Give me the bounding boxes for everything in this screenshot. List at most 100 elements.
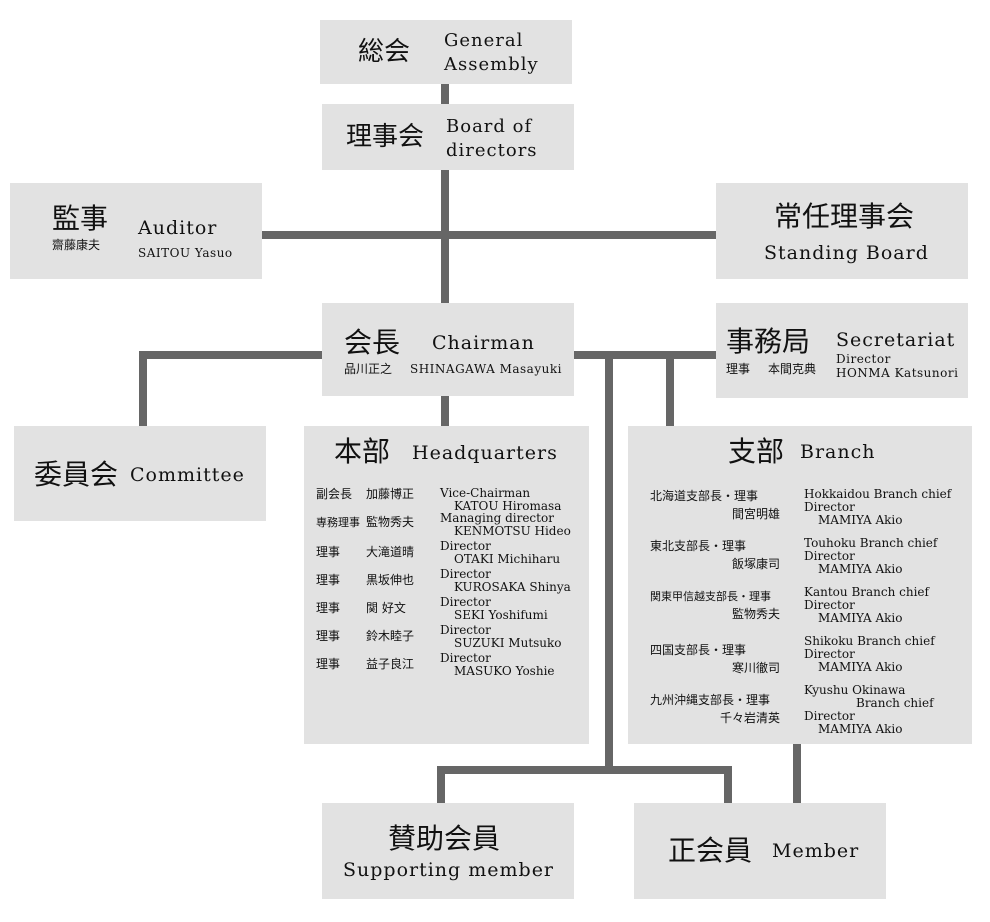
- standing-board-box: 常任理事会 Standing Board: [716, 183, 968, 279]
- secretariat-role-en: Director: [836, 352, 891, 366]
- list-item: Vice-Chairman KATOU Hiromasa: [440, 487, 561, 513]
- member-jp: 正会員: [668, 834, 753, 867]
- list-item: 益子良江: [366, 658, 414, 671]
- list-item: 副会長: [316, 488, 352, 501]
- hq-name-jp: 鈴木睦子: [366, 629, 415, 643]
- secretariat-role-jp: 理事: [726, 362, 751, 376]
- general-assembly-en-1: General: [444, 30, 524, 51]
- list-item: 関 好文: [366, 602, 406, 615]
- auditor-person-jp: 齋藤康夫: [52, 238, 101, 252]
- list-item: Hokkaidou Branch chief Director MAMIYA A…: [804, 488, 951, 527]
- list-item: Kantou Branch chief Director MAMIYA Akio: [804, 586, 929, 625]
- list-item: 千々岩清英: [720, 712, 780, 725]
- list-item: Director OTAKI Michiharu: [440, 540, 560, 566]
- branch-en-2: Director: [804, 500, 855, 514]
- list-item: 黒坂伸也: [366, 574, 414, 587]
- headquarters-box: 本部 Headquarters 副会長 加藤博正 Vice-Chairman K…: [304, 426, 589, 744]
- branch-en-1: Branch chief: [856, 696, 934, 710]
- secretariat-person-jp: 本間克典: [768, 362, 817, 376]
- board-en-2: directors: [446, 140, 538, 161]
- list-item: 寒川徹司: [732, 662, 780, 675]
- hq-name-en: KATOU Hiromasa: [454, 499, 562, 513]
- hq-role-jp: 副会長: [316, 487, 353, 501]
- chairman-box: 会長 Chairman 品川正之 SHINAGAWA Masayuki: [322, 303, 574, 396]
- list-item: 九州沖縄支部長・理事: [650, 694, 770, 707]
- hq-role-en: Director: [440, 623, 491, 637]
- chairman-en: Chairman: [432, 332, 535, 354]
- list-item: 専務理事: [316, 516, 360, 529]
- branch-box: 支部 Branch 北海道支部長・理事 間宮明雄 Hokkaidou Branc…: [628, 426, 972, 744]
- hq-role-jp: 専務理事: [316, 516, 360, 529]
- branch-en-3: MAMIYA Akio: [818, 513, 903, 527]
- hq-name-jp: 黒坂伸也: [366, 573, 415, 587]
- hq-name-en: SEKI Yoshifumi: [454, 608, 548, 622]
- secretariat-box: 事務局 Secretariat 理事 本間克典 Director HONMA K…: [716, 303, 968, 398]
- branch-en-0: Kyushu Okinawa: [804, 683, 906, 697]
- list-item: Director MASUKO Yoshie: [440, 652, 555, 678]
- committee-jp: 委員会: [34, 458, 119, 491]
- standing-board-jp: 常任理事会: [774, 200, 915, 233]
- hq-role-en: Director: [440, 595, 491, 609]
- list-item: 関東甲信越支部長・理事: [650, 590, 771, 603]
- branch-role-jp: 北海道支部長・理事: [650, 489, 759, 503]
- list-item: 理事: [316, 630, 340, 643]
- branch-role-jp: 関東甲信越支部長・理事: [650, 590, 771, 603]
- branch-role-jp: 四国支部長・理事: [650, 643, 747, 657]
- branch-name-jp: 千々岩清英: [720, 711, 781, 725]
- hq-role-en: Director: [440, 567, 491, 581]
- list-item: 監物秀夫: [366, 516, 414, 529]
- list-item: 理事: [316, 602, 340, 615]
- list-item: 四国支部長・理事: [650, 644, 746, 657]
- branch-role-jp: 九州沖縄支部長・理事: [650, 693, 771, 707]
- secretariat-jp: 事務局: [726, 325, 811, 358]
- chairman-person-en: SHINAGAWA Masayuki: [410, 362, 562, 376]
- branch-name-jp: 寒川徹司: [732, 661, 781, 675]
- hq-role-en: Managing director: [440, 511, 554, 525]
- board-jp: 理事会: [346, 122, 425, 152]
- branch-en-2: Director: [804, 709, 855, 723]
- hq-name-en: OTAKI Michiharu: [454, 552, 561, 566]
- auditor-en: Auditor: [138, 217, 218, 239]
- hq-name-jp: 加藤博正: [366, 487, 415, 501]
- general-assembly-box: 総会 General Assembly: [320, 20, 572, 84]
- member-en: Member: [772, 840, 860, 862]
- list-item: 大滝道晴: [366, 546, 414, 559]
- list-item: 飯塚康司: [732, 558, 780, 571]
- supporting-member-en: Supporting member: [343, 859, 555, 881]
- hq-role-en: Director: [440, 539, 491, 553]
- list-item: 東北支部長・理事: [650, 540, 746, 553]
- member-box: 正会員 Member: [634, 803, 886, 899]
- hq-role-en: Director: [440, 651, 491, 665]
- branch-en-1: Hokkaidou Branch chief: [804, 487, 952, 501]
- branch-role-jp: 東北支部長・理事: [650, 539, 747, 553]
- branch-en-1: Shikoku Branch chief: [804, 634, 935, 648]
- list-item: 加藤博正: [366, 488, 414, 501]
- list-item: 間宮明雄: [732, 508, 780, 521]
- standing-board-en: Standing Board: [764, 242, 929, 264]
- list-item: Shikoku Branch chief Director MAMIYA Aki…: [804, 635, 935, 674]
- branch-name-jp: 間宮明雄: [732, 507, 781, 521]
- hq-role-jp: 理事: [316, 629, 341, 643]
- list-item: 監物秀夫: [732, 608, 780, 621]
- committee-en: Committee: [130, 464, 245, 486]
- hq-role-jp: 理事: [316, 657, 341, 671]
- list-item: 鈴木睦子: [366, 630, 414, 643]
- list-item: Kyushu Okinawa Branch chief Director MAM…: [804, 684, 934, 736]
- list-item: 北海道支部長・理事: [650, 490, 758, 503]
- branch-en-3: MAMIYA Akio: [818, 611, 903, 625]
- secretariat-en: Secretariat: [836, 329, 956, 351]
- branch-en-3: MAMIYA Akio: [818, 562, 903, 576]
- general-assembly-en-2: Assembly: [444, 54, 539, 75]
- chairman-person-jp: 品川正之: [344, 362, 393, 376]
- list-item: Director SEKI Yoshifumi: [440, 596, 548, 622]
- list-item: Director KUROSAKA Shinya: [440, 568, 571, 594]
- hq-name-en: KUROSAKA Shinya: [454, 580, 571, 594]
- hq-name-en: MASUKO Yoshie: [454, 664, 555, 678]
- hq-role-jp: 理事: [316, 601, 341, 615]
- hq-name-jp: 益子良江: [366, 657, 415, 671]
- supporting-member-box: 賛助会員 Supporting member: [322, 803, 574, 899]
- list-item: Managing director KENMOTSU Hideo: [440, 512, 571, 538]
- committee-box: 委員会 Committee: [14, 426, 266, 521]
- chairman-jp: 会長: [344, 326, 401, 359]
- hq-name-jp: 関 好文: [366, 601, 406, 615]
